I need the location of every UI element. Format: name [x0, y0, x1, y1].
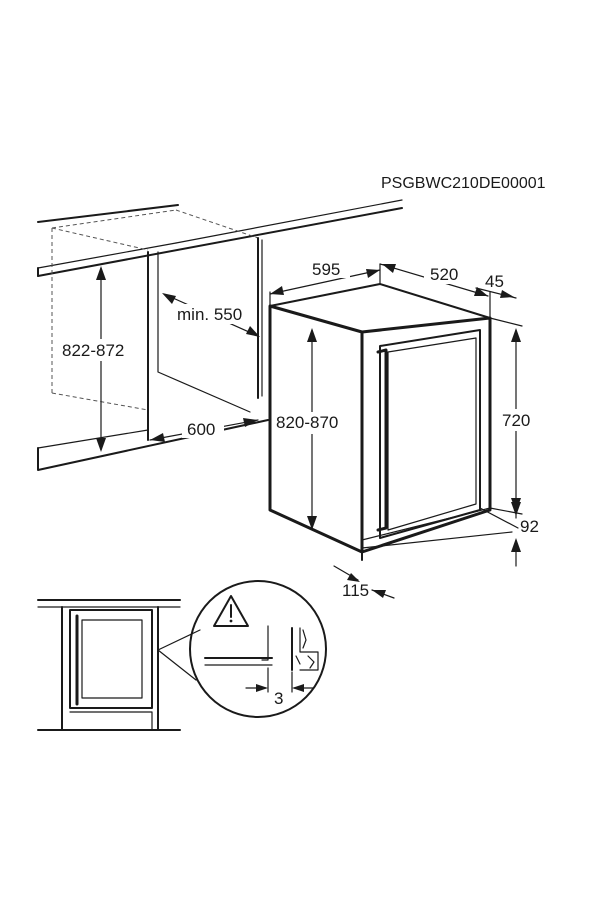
door-handle	[376, 348, 388, 532]
detail-front-view	[37, 599, 181, 731]
door-depth-label: 45	[485, 272, 504, 291]
plinth-height-dimension	[511, 501, 521, 567]
appliance-width-label: 595	[312, 260, 340, 279]
adjustable-height-label: 820-870	[276, 413, 338, 432]
niche-width-label: 600	[187, 420, 215, 439]
detail-callout	[157, 580, 327, 718]
appliance-door	[379, 329, 481, 539]
cabinet-height-label: 720	[502, 411, 530, 430]
countertop	[37, 199, 403, 277]
plinth-depth-label: 115	[342, 581, 369, 600]
niche-hidden-lines	[51, 209, 259, 411]
niche-height-label: 822-872	[62, 341, 124, 360]
min-depth-label: min. 550	[177, 305, 242, 324]
door-gap-dimension	[245, 667, 315, 693]
plinth-depth-dimension	[333, 565, 395, 599]
detail-gap-section	[204, 625, 319, 671]
appliance-width-dimension	[269, 263, 381, 307]
plinth	[361, 507, 519, 561]
plinth-height-label: 92	[520, 517, 539, 536]
door-gap-label: 3	[274, 689, 283, 708]
appliance-depth-label: 520	[430, 265, 458, 284]
product-code: PSGBWC210DE00001	[381, 175, 546, 192]
door-depth-dimension	[475, 287, 517, 299]
warning-triangle-icon	[213, 595, 249, 627]
